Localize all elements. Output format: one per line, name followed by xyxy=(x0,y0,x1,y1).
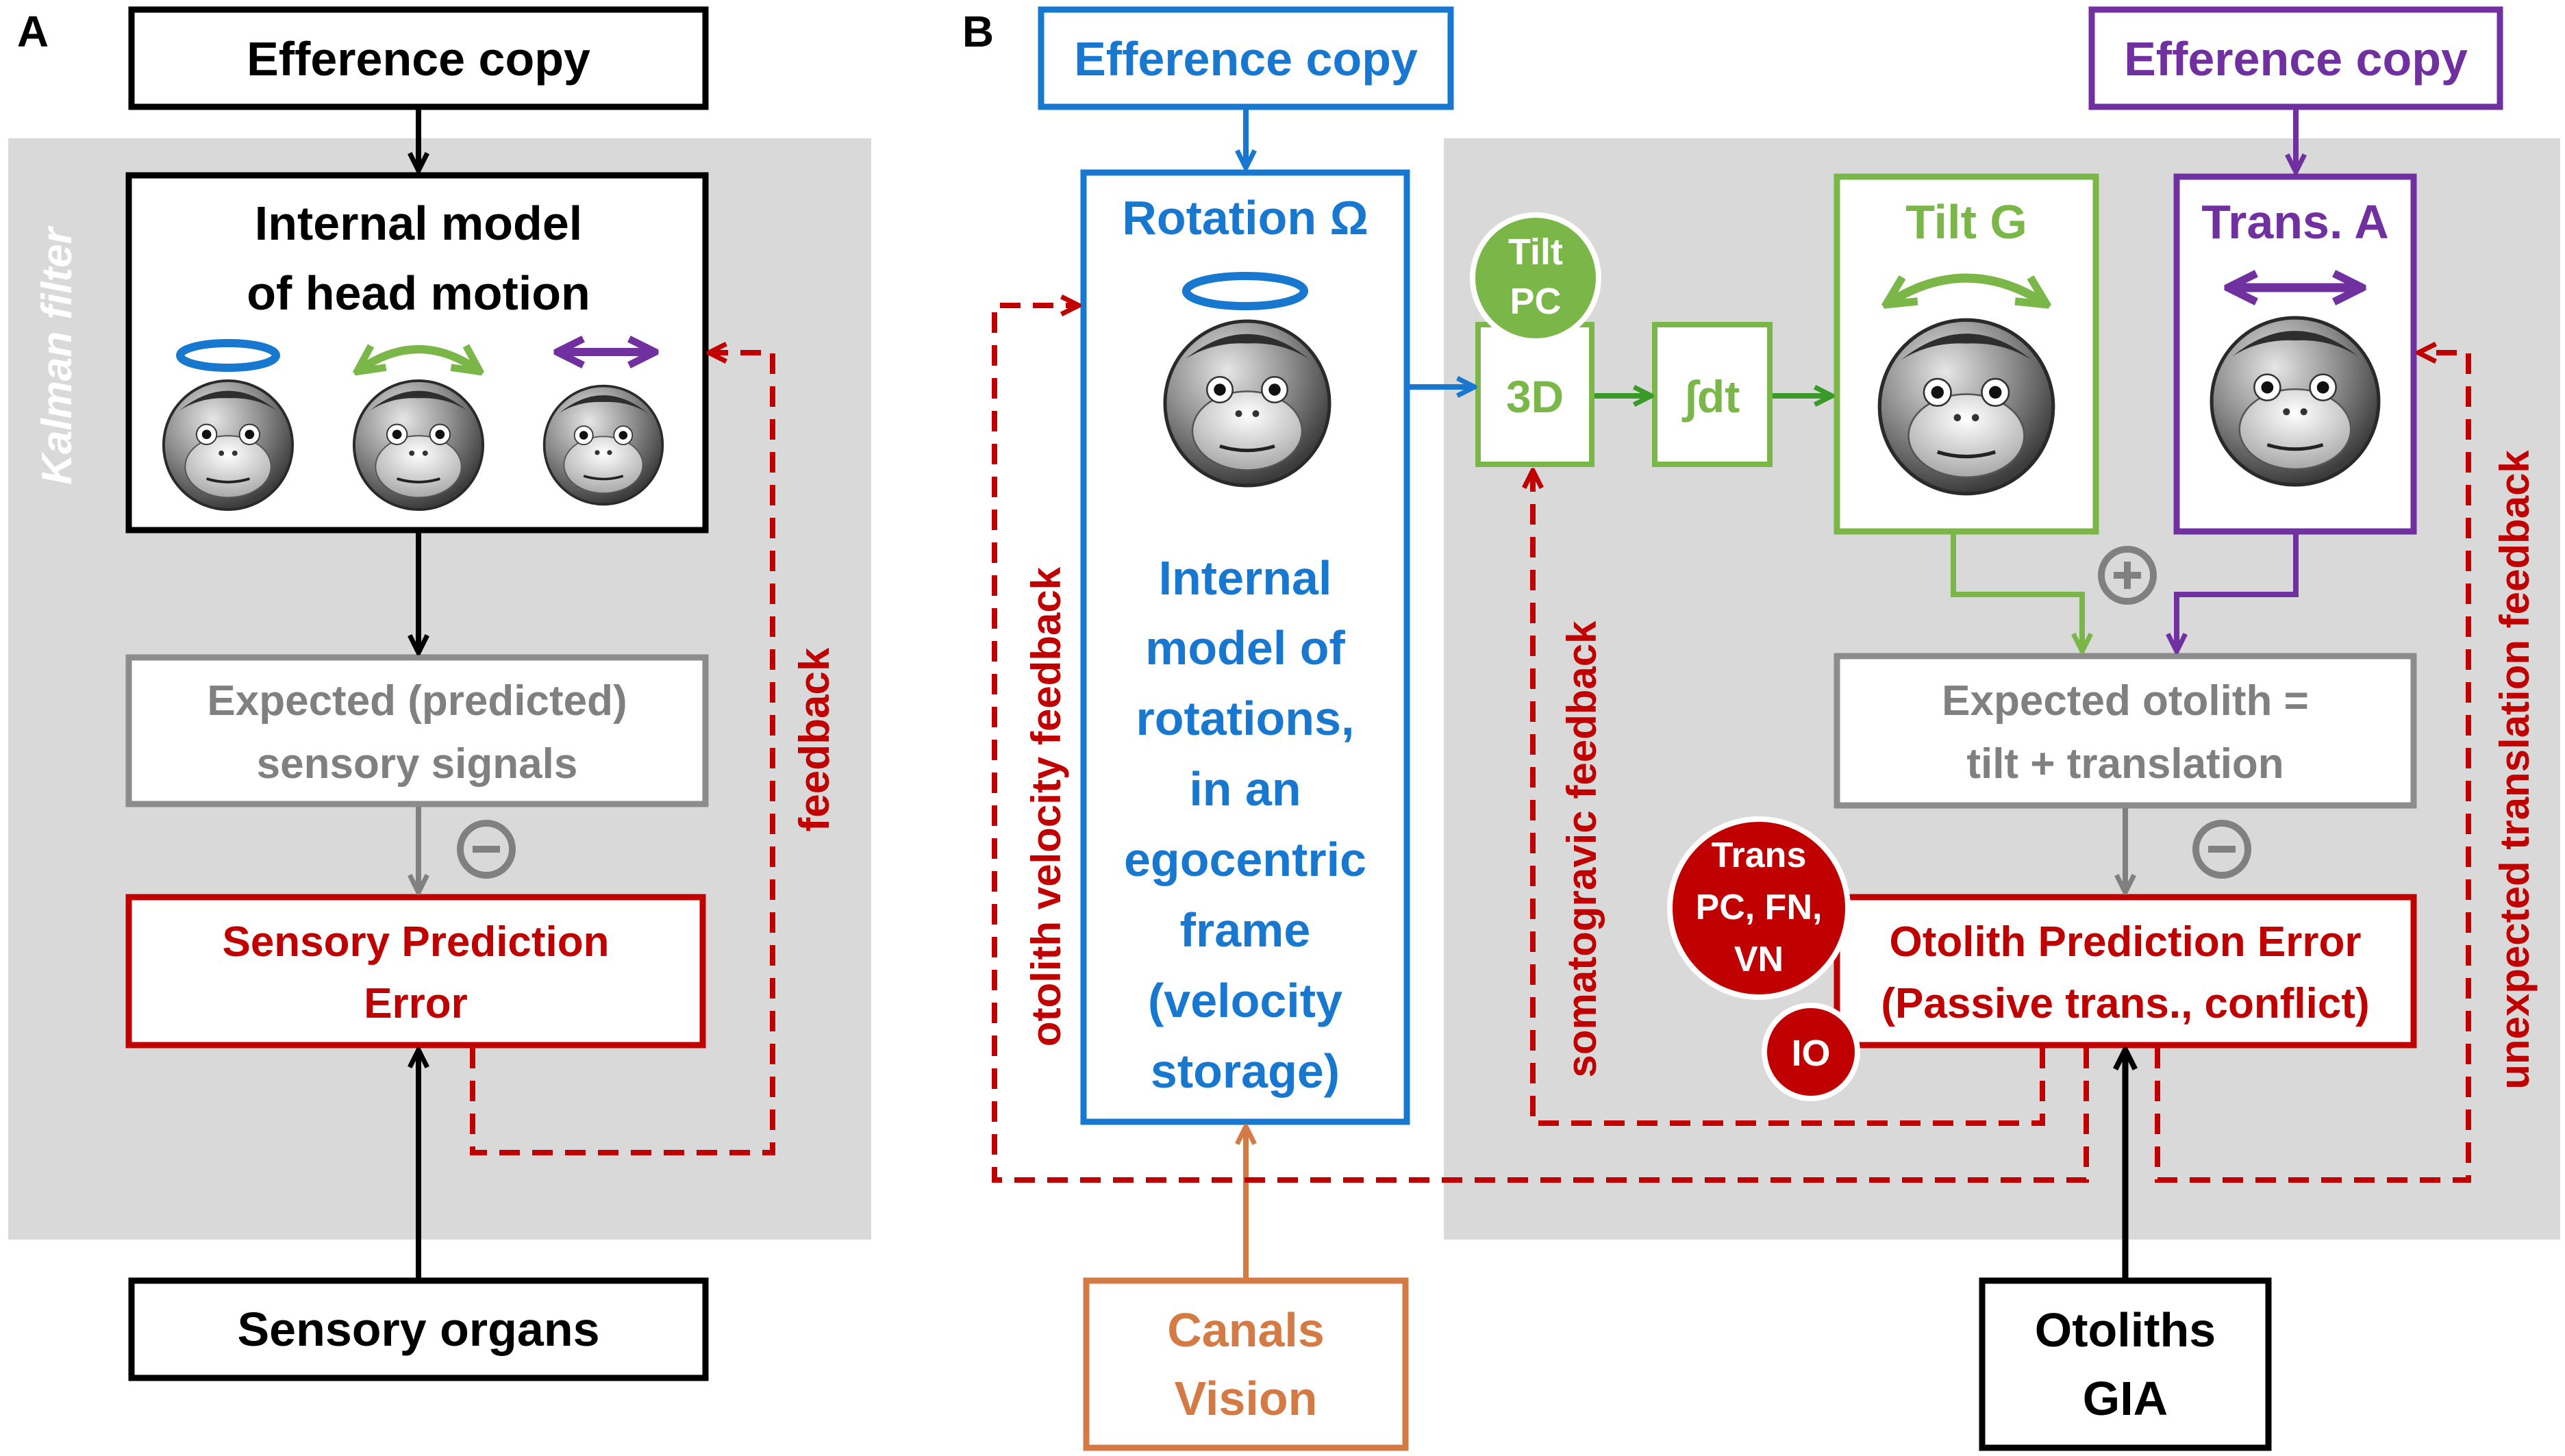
efference-copy-box-purple: Efference copy xyxy=(2088,6,2503,110)
internal-model-box-a: Internal model of head motion xyxy=(125,172,709,534)
tilt-pc-line2: PC xyxy=(1510,281,1561,322)
expected-signals-box-a: Expected (predicted) sensory signals xyxy=(125,654,709,807)
otolith-error-line2: (Passive trans., conflict) xyxy=(1881,980,2369,1027)
trans-a-title: Trans. A xyxy=(2201,195,2389,249)
arrow-trans-to-expected xyxy=(2177,534,2299,649)
feedback-label-a: feedback xyxy=(791,647,838,831)
error-line1: Sensory Prediction xyxy=(222,918,609,966)
rotation-text-line8: storage) xyxy=(1151,1044,1340,1098)
three-d-label: 3D xyxy=(1506,371,1564,422)
rotation-title: Rotation Ω xyxy=(1122,191,1368,244)
expected-line1: Expected (predicted) xyxy=(207,677,627,725)
plus-sign-b xyxy=(2098,546,2157,605)
expected-otolith-line2: tilt + translation xyxy=(1966,740,2284,788)
minus-sign-b xyxy=(2192,820,2251,879)
io-circle: IO xyxy=(1762,1003,1860,1101)
otoliths-gia-box: Otoliths GIA xyxy=(1979,1277,2272,1451)
sensory-organs-label: Sensory organs xyxy=(237,1303,599,1356)
otoliths-label: Otoliths xyxy=(2035,1303,2216,1357)
unexpected-translation-feedback-loop xyxy=(2155,353,2471,1183)
otolith-error-line1: Otolith Prediction Error xyxy=(1890,918,2362,966)
otolith-velocity-feedback-label: otolith velocity feedback xyxy=(1023,566,1069,1046)
trans-circle-line2: PC, FN, xyxy=(1696,888,1823,927)
efference-copy-label-blue: Efference copy xyxy=(1074,32,1418,86)
rotation-text-line3: rotations, xyxy=(1136,692,1355,745)
rotation-text-line2: model of xyxy=(1145,621,1345,675)
somatogravic-feedback-label: somatogravic feedback xyxy=(1559,620,1605,1078)
efference-copy-label-a: Efference copy xyxy=(247,32,590,86)
tilt-g-title: Tilt G xyxy=(1905,195,2027,249)
somatogravic-feedback-loop xyxy=(1533,473,2045,1126)
rotation-text-line7: (velocity xyxy=(1148,974,1342,1027)
trans-pc-fn-vn-circle: Trans PC, FN, VN xyxy=(1667,816,1851,1000)
panel-a-label: A xyxy=(17,7,49,56)
trans-a-box: Trans. A xyxy=(2173,173,2417,535)
io-label: IO xyxy=(1791,1033,1830,1074)
panel-b-label: B xyxy=(962,7,994,56)
integral-box: ∫dt xyxy=(1652,322,1773,467)
three-d-box: 3D xyxy=(1475,322,1594,467)
sensory-prediction-error-box: Sensory Prediction Error xyxy=(125,894,706,1049)
tilt-g-box: Tilt G xyxy=(1834,173,2099,535)
efference-copy-box-blue: Efference copy xyxy=(1038,6,1454,110)
rotation-head-icon-b xyxy=(1165,272,1329,486)
rotation-text-line1: Internal xyxy=(1159,551,1332,605)
otolith-velocity-feedback-loop xyxy=(992,305,2089,1183)
translation-head-icon xyxy=(542,352,664,506)
integral-label: ∫dt xyxy=(1682,371,1740,423)
sensory-organs-box: Sensory organs xyxy=(128,1277,709,1381)
rotation-text-line5: egocentric xyxy=(1124,833,1366,886)
vision-label: Vision xyxy=(1175,1372,1318,1425)
trans-circle-line1: Trans xyxy=(1712,836,1807,875)
internal-model-line1: Internal model xyxy=(255,197,582,250)
gia-label: GIA xyxy=(2083,1372,2168,1425)
rotation-text-line4: in an xyxy=(1189,762,1301,816)
rotation-text-line6: frame xyxy=(1180,903,1311,957)
internal-model-line2: of head motion xyxy=(247,266,590,320)
expected-line2: sensory signals xyxy=(257,740,578,788)
arrow-tilt-to-expected xyxy=(1951,534,2082,649)
tilt-pc-line1: Tilt xyxy=(1508,231,1563,273)
otolith-prediction-error-box: Otolith Prediction Error (Passive trans.… xyxy=(1834,894,2417,1049)
feedback-loop-a xyxy=(470,353,775,1155)
efference-copy-box-a: Efference copy xyxy=(128,6,709,110)
minus-sign-a xyxy=(457,820,516,879)
canals-label: Canals xyxy=(1167,1303,1325,1357)
canals-vision-box: Canals Vision xyxy=(1083,1277,1409,1451)
rotation-model-box: Rotation Ω Internal model of rotations, … xyxy=(1080,169,1410,1125)
translation-head-icon-b xyxy=(2212,288,2379,485)
tilt-pc-circle: Tilt PC xyxy=(1470,212,1601,344)
expected-otolith-box: Expected otolith = tilt + translation xyxy=(1834,653,2417,809)
trans-circle-line3: VN xyxy=(1734,940,1784,979)
rotation-head-icon xyxy=(162,339,295,512)
kalman-filter-label: Kalman filter xyxy=(34,225,81,484)
error-line2: Error xyxy=(364,980,468,1027)
efference-copy-label-purple: Efference copy xyxy=(2124,32,2468,86)
tilt-head-icon xyxy=(354,349,483,512)
unexpected-translation-feedback-label: unexpected translation feedback xyxy=(2492,450,2538,1090)
tilt-head-icon-b xyxy=(1879,273,2053,494)
expected-otolith-line1: Expected otolith = xyxy=(1942,677,2309,725)
